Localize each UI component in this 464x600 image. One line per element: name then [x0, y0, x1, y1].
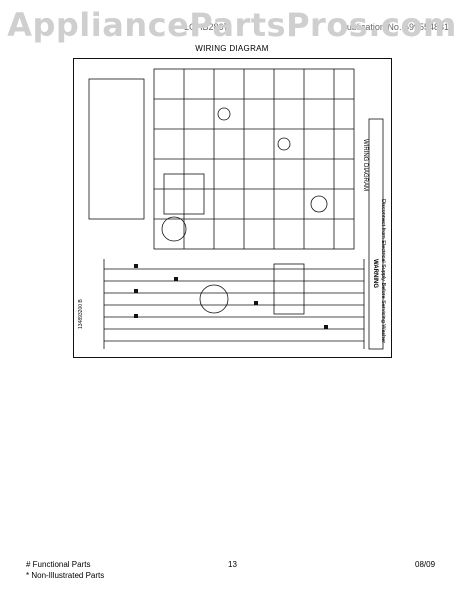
page-title: WIRING DIAGRAM — [195, 44, 269, 53]
wiring-diagram: WIRING DIAGRAM WARNING Disconnect from E… — [78, 68, 386, 350]
watermark-logo: AppliancePartsPros.com — [7, 6, 457, 44]
page-number: 13 — [228, 560, 237, 569]
footer-legend-functional: # Functional Parts — [26, 560, 91, 569]
side-title: WIRING DIAGRAM — [362, 139, 368, 191]
part-number: 134893200 B — [78, 299, 84, 329]
warning-word: WARNING — [372, 259, 378, 288]
model-number: LGHB2867 — [184, 22, 229, 32]
warning-text: Disconnect from Electrical Supply Before… — [380, 199, 386, 343]
footer-legend-non-illustrated: * Non-Illustrated Parts — [26, 571, 105, 580]
publication-number: Publication No. 5995548319 — [340, 22, 454, 32]
revision-date: 08/09 — [415, 560, 436, 569]
page-header: LGHB2867 Publication No. 5995548319 — [184, 22, 454, 36]
wiring-diagram-frame: WIRING DIAGRAM WARNING Disconnect from E… — [73, 58, 392, 358]
